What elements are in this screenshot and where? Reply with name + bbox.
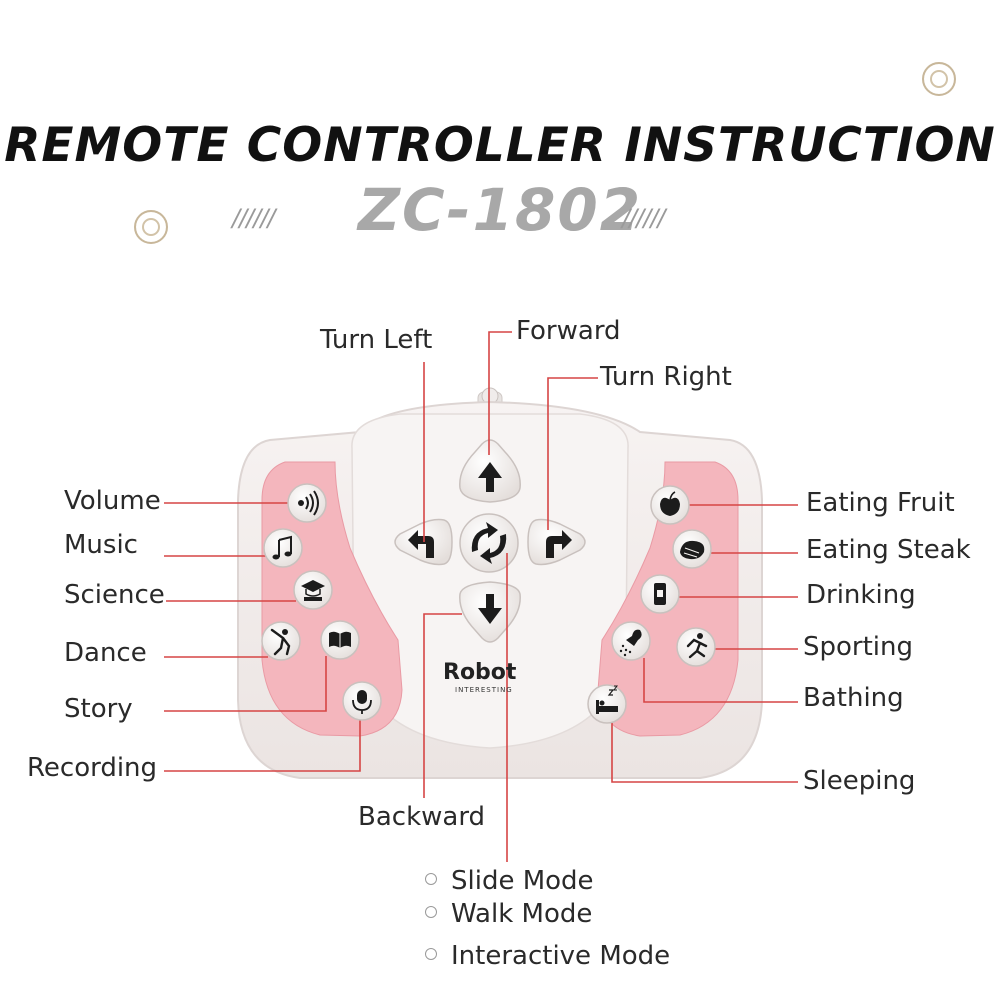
slashes-left: ////// [232, 204, 276, 232]
label-music: Music [64, 530, 138, 560]
music-button[interactable] [263, 528, 303, 568]
label-drinking: Drinking [806, 580, 916, 610]
device-brand-sub: INTERESTING [455, 686, 513, 694]
dpad [394, 439, 586, 643]
model-number: ZC-1802 [357, 176, 643, 244]
sporting-button[interactable] [676, 627, 716, 667]
mode-bullet-icon [425, 872, 437, 885]
label-eating-steak: Eating Steak [806, 535, 971, 565]
label-forward: Forward [516, 316, 621, 346]
label-turn-left: Turn Left [320, 325, 433, 355]
dance-button[interactable] [261, 621, 301, 661]
label-bathing: Bathing [803, 683, 904, 713]
slashes-right: ////// [622, 204, 666, 232]
dancer-icon [270, 628, 291, 656]
label-eating-fruit: Eating Fruit [806, 488, 955, 518]
decorative-ring-left [134, 210, 168, 244]
sleeping-button[interactable] [587, 684, 627, 724]
mode-walk-label: Walk Mode [451, 899, 593, 929]
music-note-icon [272, 535, 292, 560]
mode-interactive: Interactive Mode [425, 941, 670, 971]
label-sporting: Sporting [803, 632, 914, 662]
label-turn-right: Turn Right [600, 362, 732, 392]
label-dance: Dance [64, 638, 147, 668]
mode-bullet-icon [425, 947, 437, 960]
microphone-icon [352, 690, 372, 714]
steak-icon [680, 540, 705, 560]
callout-lines [164, 331, 798, 862]
bed-icon [596, 685, 618, 714]
label-story: Story [64, 694, 133, 724]
apple-icon [660, 491, 680, 516]
label-sleeping: Sleeping [803, 766, 916, 796]
right-buttons [587, 485, 716, 724]
device-brand: Robot [443, 660, 517, 685]
shower-icon [619, 629, 642, 657]
label-backward: Backward [358, 802, 486, 832]
label-recording: Recording [27, 753, 158, 783]
speaker-icon [298, 490, 319, 516]
mode-slide-label: Slide Mode [451, 866, 594, 896]
mode-interactive-label: Interactive Mode [451, 941, 671, 971]
can-icon [654, 583, 666, 605]
mode-bullet-icon [425, 905, 437, 918]
decorative-ring-top-right [922, 62, 956, 96]
label-volume: Volume [64, 486, 161, 516]
page-title: REMOTE CONTROLLER INSTRUCTION [4, 118, 996, 173]
mode-slide: Slide Mode [425, 866, 594, 896]
runner-icon [686, 633, 708, 659]
graduation-cap-icon [301, 580, 325, 601]
book-icon [329, 631, 351, 648]
left-buttons [261, 483, 382, 721]
label-science: Science [64, 580, 165, 610]
mode-walk: Walk Mode [425, 899, 592, 929]
